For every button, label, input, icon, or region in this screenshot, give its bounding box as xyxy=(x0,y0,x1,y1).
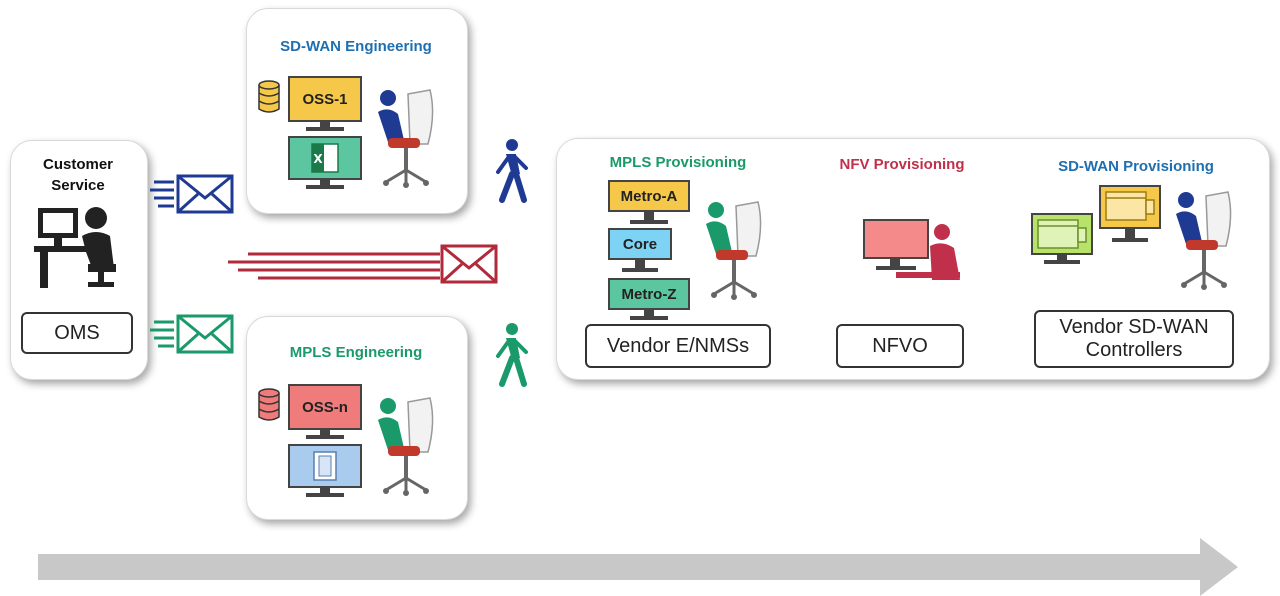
oss-n-monitor: OSS-n xyxy=(288,384,362,430)
walking-person-blue-icon xyxy=(496,139,528,203)
database-icon xyxy=(258,80,280,113)
monitor-stand-icon xyxy=(630,212,668,224)
timeline-arrow xyxy=(38,538,1238,596)
sdwan-engineering-title: SD-WAN Engineering xyxy=(280,38,432,55)
sdwan-provisioning-engineer-icon xyxy=(1176,191,1232,290)
vendor-sdwan-controllers-box: Vendor SD-WAN Controllers xyxy=(1034,310,1234,368)
database-icon xyxy=(258,388,280,421)
email-blue-icon xyxy=(150,174,234,214)
sdwan-engineer-icon xyxy=(378,89,434,188)
metro-a-monitor: Metro-A xyxy=(608,180,690,212)
mpls-engineer-icon xyxy=(378,397,434,496)
email-green-icon xyxy=(150,314,234,354)
customer-service-agent-icon xyxy=(34,207,116,288)
customer-service-title: Customer Service xyxy=(42,156,113,194)
monitor-stand-icon xyxy=(306,430,344,439)
walking-person-green-icon xyxy=(496,323,528,387)
svg-text:X: X xyxy=(313,152,323,166)
sdwan-provisioning-title: SD-WAN Provisioning xyxy=(1058,158,1214,175)
sdwan-controller-yellow-icon xyxy=(1099,185,1161,242)
sdwan-controller-green-icon xyxy=(1031,213,1093,264)
vendor-enms-box: Vendor E/NMSs xyxy=(585,324,771,368)
nfv-provisioning-title: NFV Provisioning xyxy=(839,156,965,173)
oss-1-monitor: OSS-1 xyxy=(288,76,362,122)
email-red-icon xyxy=(228,244,498,284)
oms-system-box: OMS xyxy=(21,312,133,354)
metro-z-monitor: Metro-Z xyxy=(608,278,690,310)
monitor-stand-icon xyxy=(306,122,344,131)
monitor-stand-icon xyxy=(622,260,658,272)
excel-icon: X xyxy=(288,136,362,189)
mpls-provisioning-engineer-icon xyxy=(706,201,762,300)
mpls-engineering-title: MPLS Engineering xyxy=(289,344,423,361)
core-monitor: Core xyxy=(608,228,672,260)
monitor-stand-icon xyxy=(630,310,668,320)
nfvo-box: NFVO xyxy=(836,324,964,368)
mpls-provisioning-title: MPLS Provisioning xyxy=(609,154,747,171)
document-icon xyxy=(288,444,362,497)
nfv-engineer-icon xyxy=(863,219,960,280)
